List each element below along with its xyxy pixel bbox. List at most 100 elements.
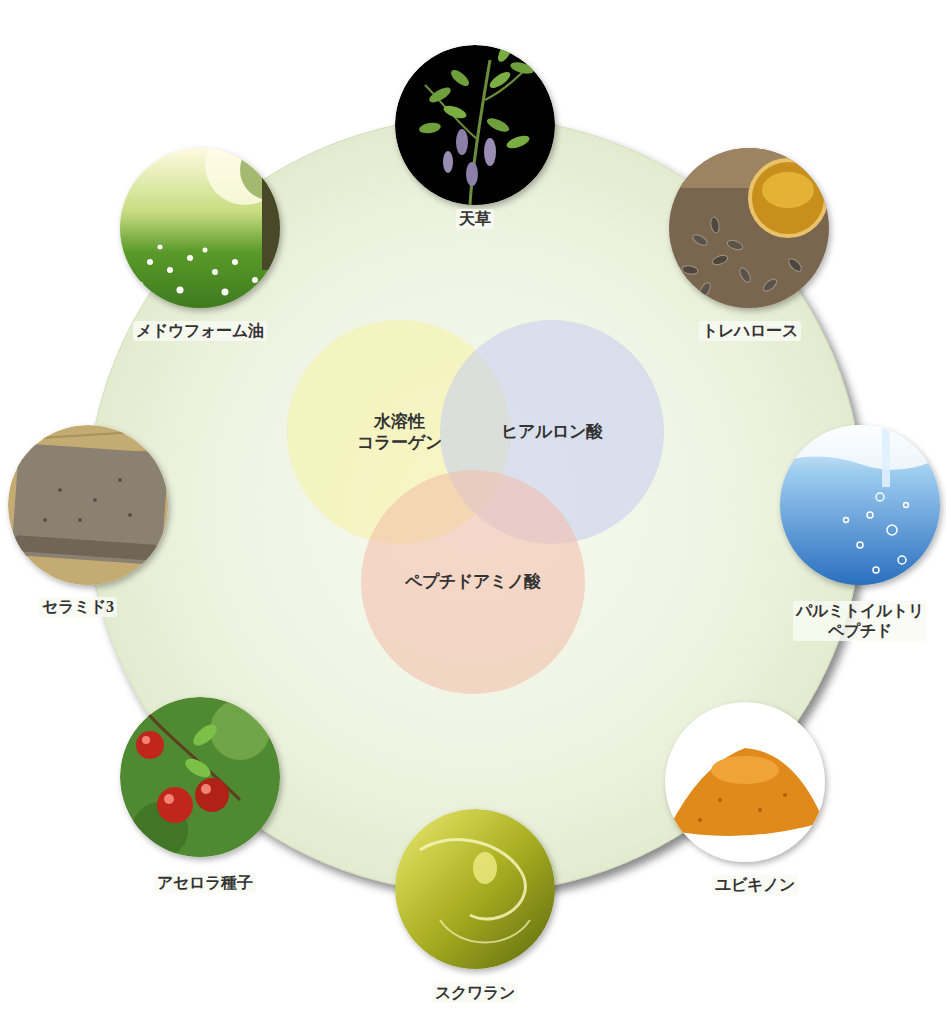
ingredient-photo: メドウフォーム油: [120, 148, 280, 308]
powder-grain: [758, 808, 762, 812]
leaf: [485, 115, 511, 134]
flower: [252, 277, 258, 283]
flower: [187, 255, 193, 261]
trehalose-photo: [669, 148, 829, 308]
ubiquinone-clip: [665, 702, 825, 862]
ingredient-photo: スクワラン: [395, 809, 555, 969]
flower: [158, 245, 163, 250]
venn-label: 水溶性 コラーゲン: [357, 411, 442, 454]
flower: [167, 267, 173, 273]
seed: [761, 277, 778, 293]
speckle: [128, 513, 132, 517]
fruit-highlight: [201, 784, 211, 794]
oil-drop: [473, 852, 497, 884]
photo-ground: [120, 697, 280, 857]
photo-ground: [669, 148, 829, 308]
ubiquinone-photo: [665, 702, 825, 862]
flower: [137, 282, 144, 289]
ingredient-photo: パルミトイルトリ ペプチド: [780, 425, 940, 585]
water-photo: [780, 425, 940, 585]
acerola-clip: [120, 697, 280, 858]
bubble: [904, 503, 909, 508]
acerola-photo: [120, 697, 280, 858]
soap-bar: [11, 443, 168, 565]
water-surface: [780, 425, 940, 470]
oil-bowl: [750, 160, 826, 236]
bubble: [876, 493, 884, 501]
fruit: [157, 787, 193, 823]
venn-circle: ペプチドアミノ酸: [361, 470, 585, 694]
flower: [466, 162, 478, 186]
seed: [726, 239, 744, 252]
ingredient-photo: トレハロース: [669, 148, 829, 308]
fruit: [136, 731, 164, 759]
ceramide-photo: [8, 425, 169, 585]
ingredient-label: ユビキノン: [712, 875, 798, 895]
powder-grain: [718, 798, 722, 802]
ingredient-photo: ユビキノン: [665, 702, 825, 862]
fruit: [195, 778, 229, 812]
ceramide-clip: [8, 425, 169, 585]
foliage: [210, 700, 270, 760]
squalane-clip: [395, 809, 555, 969]
flower: [232, 259, 238, 265]
ingredient-photo: アセロラ種子: [120, 697, 280, 857]
leaf: [427, 85, 453, 106]
ingredient-label: 天草: [456, 209, 494, 229]
meadowfoam-photo: [120, 125, 300, 308]
flower: [443, 151, 453, 173]
fruit-highlight: [164, 794, 174, 804]
oil-swirl: [420, 840, 525, 919]
bubble: [844, 518, 849, 523]
bubble: [898, 556, 906, 564]
tree-trunk: [262, 160, 280, 270]
squalane-photo: [395, 809, 555, 969]
leaf: [182, 755, 213, 781]
soap-edge: [12, 535, 163, 561]
water-clip: [780, 425, 940, 585]
photo-ground: [395, 45, 555, 205]
water-stream: [882, 425, 890, 487]
bubble: [887, 525, 897, 535]
ingredient-label: アセロラ種子: [154, 873, 256, 893]
fruit-highlight: [142, 736, 150, 744]
leaf: [509, 60, 535, 76]
seed: [787, 257, 804, 274]
seed: [711, 254, 729, 267]
powder-grain: [698, 818, 702, 822]
flower: [222, 289, 229, 296]
photo-ground: [395, 809, 555, 969]
seed: [691, 233, 709, 248]
speckle: [43, 518, 47, 522]
flower: [147, 259, 153, 265]
leaf: [448, 67, 471, 89]
bubble: [867, 512, 873, 518]
powder-mound: [668, 748, 824, 836]
speckle: [58, 488, 62, 492]
background-circle: [87, 117, 863, 893]
powder-highlight: [711, 756, 779, 784]
ingredient-label: メドウフォーム油: [133, 321, 267, 341]
leaf: [442, 103, 468, 121]
speckle: [78, 518, 82, 522]
seed: [681, 265, 698, 276]
photo-ground: [665, 702, 825, 862]
speckle: [118, 478, 122, 482]
photo-ground: [8, 425, 168, 585]
leaf: [487, 69, 512, 91]
leaf: [505, 133, 531, 151]
licorice-clip: [395, 40, 555, 205]
ingredient-photo: セラミド3: [8, 425, 168, 585]
ingredient-label: トレハロース: [699, 321, 801, 341]
trehalose-clip: [669, 148, 829, 308]
ingredient-photo: 天草: [395, 45, 555, 205]
venn-label: ペプチドアミノ酸: [405, 571, 541, 592]
oil-highlight: [762, 172, 814, 208]
licorice-photo: [395, 40, 555, 205]
venn-label: ヒアルロン酸: [501, 421, 603, 442]
flower: [177, 287, 184, 294]
venn-fill: [361, 470, 585, 694]
powder-grain: [783, 793, 787, 797]
ingredient-label: セラミド3: [39, 597, 117, 617]
